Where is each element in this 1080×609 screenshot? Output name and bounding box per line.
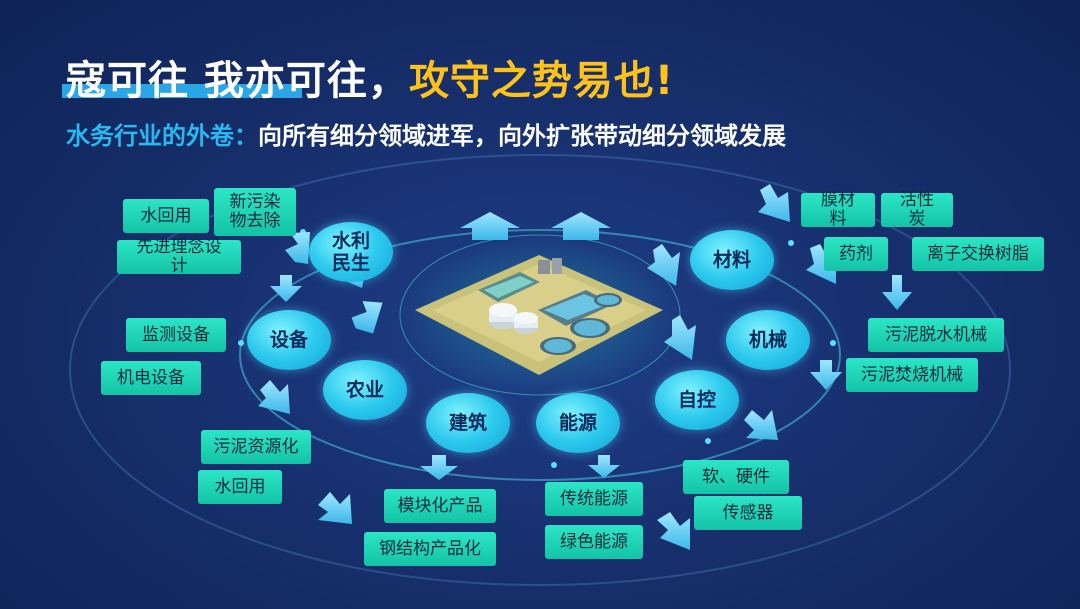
tag-steel-structure-products: 钢结构产品化: [364, 532, 496, 566]
arrow-out-tr: [758, 184, 790, 222]
arrow-out-lb: [318, 492, 352, 524]
arrow-down-2: [420, 455, 458, 480]
subtitle-lead: 水务行业的外卷：: [66, 122, 258, 150]
tag-water-reuse: 水回用: [123, 199, 209, 233]
tag-green-energy: 绿色能源: [545, 525, 643, 559]
arrow-down-1: [588, 455, 620, 478]
arrow-up-right: [551, 212, 611, 240]
title-part-1: 寇可往 我亦可往，: [66, 58, 409, 104]
arrow-out-r3: [882, 275, 912, 310]
category-building: 建筑: [426, 393, 510, 453]
arrow-out-r1: [810, 360, 842, 390]
category-equipment: 设备: [247, 310, 331, 370]
category-agriculture: 农业: [323, 360, 407, 420]
category-materials: 材料: [690, 230, 774, 290]
tag-traditional-energy: 传统能源: [545, 482, 643, 516]
category-control: 自控: [655, 370, 739, 430]
arrow-out-lt: [258, 380, 290, 414]
category-energy: 能源: [536, 393, 620, 453]
tag-membrane-materials: 膜材料: [801, 191, 875, 229]
category-water: 水利 民生: [309, 222, 393, 282]
flow-arrows: [258, 184, 912, 550]
subtitle-rest: 向所有细分领域进军，向外扩张带动细分领域发展: [258, 122, 786, 150]
arrow-out-b: [657, 512, 690, 550]
arrow-out-l1: [270, 275, 302, 302]
tag-sludge-resource: 污泥资源化: [201, 430, 311, 464]
tag-sensors: 传感器: [694, 496, 802, 530]
tag-water-reuse-2: 水回用: [198, 470, 282, 504]
tag-software-hardware: 软、硬件: [683, 460, 789, 494]
tag-ion-exchange-resin: 离子交换树脂: [912, 237, 1044, 271]
arrow-out-br: [744, 410, 778, 440]
tag-chemicals: 药剂: [824, 237, 888, 271]
middle-ring: [239, 229, 841, 481]
tag-electromechanical-equipment: 机电设备: [101, 361, 201, 395]
arrow-left-1: [351, 301, 383, 334]
page-subtitle: 水务行业的外卷：向所有细分领域进军，向外扩张带动细分领域发展: [66, 116, 786, 151]
tag-activated-carbon: 活性炭: [881, 191, 953, 229]
arrow-right-2: [664, 315, 696, 360]
title-part-2: 攻守之势易也!: [408, 58, 675, 104]
tag-new-pollutant-removal: 新污染 物去除: [214, 188, 296, 236]
arrow-out-r2: [806, 244, 836, 284]
page-title: 寇可往 我亦可往，攻守之势易也!: [66, 48, 674, 106]
arrow-right-1: [647, 244, 680, 286]
tag-monitoring-equipment: 监测设备: [126, 318, 226, 352]
tag-advanced-design: 先进理念设计: [117, 238, 241, 276]
outer-ring: [69, 154, 1011, 586]
arrow-left-2: [285, 232, 310, 264]
title-underline-bar: [62, 84, 302, 98]
water-treatment-plant-illustration: [415, 255, 663, 375]
category-machinery: 机械: [726, 310, 810, 370]
tag-modular-products: 模块化产品: [384, 489, 496, 523]
arrow-up-left: [460, 212, 520, 240]
tag-sludge-dewatering-machinery: 污泥脱水机械: [868, 318, 1004, 352]
tag-sludge-incineration-machinery: 污泥焚烧机械: [846, 358, 978, 392]
